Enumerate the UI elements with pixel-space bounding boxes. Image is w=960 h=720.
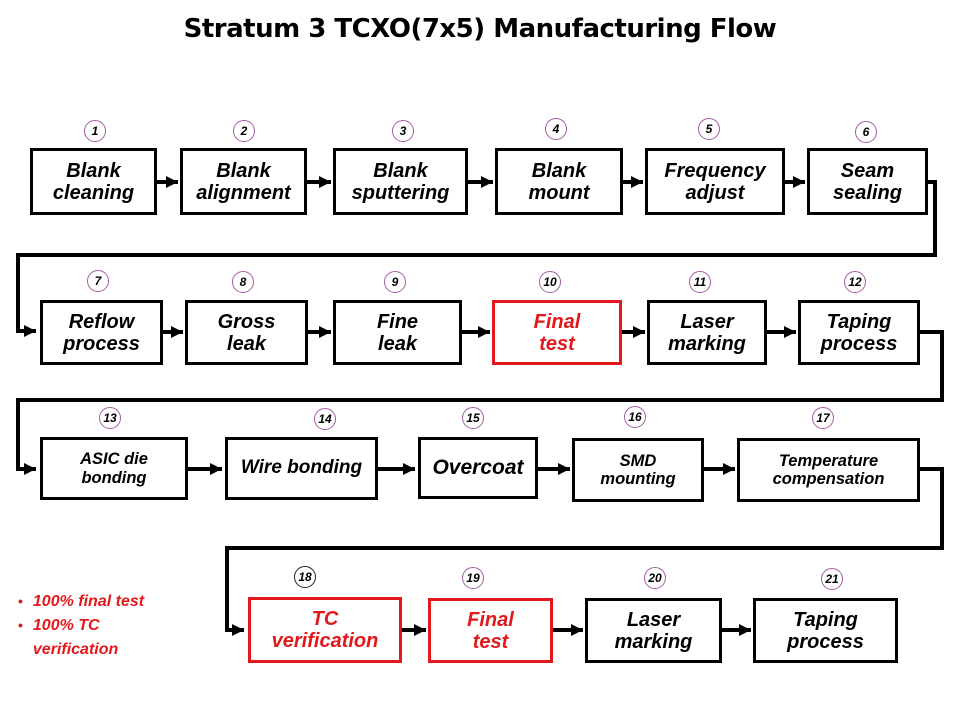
step-number: 6	[862, 125, 870, 139]
step-label: Reflow process	[63, 310, 140, 355]
step-circle-12: 12	[844, 271, 866, 293]
step-label: Final test	[467, 608, 514, 653]
step-circle-5: 5	[698, 118, 720, 140]
step-circle-13: 13	[99, 407, 121, 429]
step-label: ASIC die bonding	[80, 450, 148, 487]
step-label: Final test	[533, 310, 581, 355]
step-box-reflow-process: Reflow process	[40, 300, 163, 365]
step-box-blank-cleaning: Blank cleaning	[30, 148, 157, 215]
step-number: 20	[648, 571, 662, 585]
step-number: 14	[318, 412, 332, 426]
step-box-final-test-2: Final test	[428, 598, 553, 663]
step-circle-20: 20	[644, 567, 666, 589]
step-number: 16	[628, 410, 642, 424]
step-circle-1: 1	[84, 120, 106, 142]
step-number: 21	[825, 572, 839, 586]
step-label: SMD mounting	[600, 451, 676, 488]
step-number: 19	[466, 571, 480, 585]
step-label: Seam sealing	[833, 159, 902, 204]
step-number: 1	[91, 124, 99, 138]
step-number: 10	[543, 275, 557, 289]
step-circle-11: 11	[689, 271, 711, 293]
step-circle-21: 21	[821, 568, 843, 590]
step-number: 7	[94, 274, 102, 288]
step-box-fine-leak: Fine leak	[333, 300, 462, 365]
step-number: 2	[240, 124, 248, 138]
step-label: Laser marking	[668, 310, 746, 355]
step-label: Blank sputtering	[351, 159, 450, 204]
bullet-icon: •	[18, 593, 23, 609]
step-circle-16: 16	[624, 406, 646, 428]
step-number: 4	[552, 122, 560, 136]
step-label: Blank mount	[528, 159, 590, 204]
step-box-laser-marking-2: Laser marking	[585, 598, 722, 663]
step-label: Wire bonding	[240, 457, 363, 479]
step-label: Temperature compensation	[772, 451, 885, 488]
step-label: Taping process	[787, 608, 864, 653]
step-number: 18	[298, 570, 312, 584]
note-text: 100% final test	[32, 593, 145, 610]
step-number: 3	[399, 124, 407, 138]
step-circle-14: 14	[314, 408, 336, 430]
step-circle-15: 15	[462, 407, 484, 429]
bullet-icon: •	[18, 617, 23, 633]
step-box-final-test-1: Final test	[492, 300, 622, 365]
page-title: Stratum 3 TCXO(7x5) Manufacturing Flow	[183, 14, 777, 44]
step-box-taping-process-2: Taping process	[753, 598, 898, 663]
step-number: 12	[848, 275, 862, 289]
step-box-taping-process-1: Taping process	[798, 300, 920, 365]
step-number: 17	[816, 411, 830, 425]
step-box-blank-sputtering: Blank sputtering	[333, 148, 468, 215]
step-box-blank-alignment: Blank alignment	[180, 148, 307, 215]
step-circle-18: 18	[294, 566, 316, 588]
step-box-tc-verification: TC verification	[248, 597, 402, 663]
note-text: 100% TC verification	[32, 617, 119, 658]
step-box-frequency-adjust: Frequency adjust	[645, 148, 785, 215]
step-circle-17: 17	[812, 407, 834, 429]
note-item-final-test: • 100% final test	[18, 590, 188, 614]
step-circle-2: 2	[233, 120, 255, 142]
step-circle-7: 7	[87, 270, 109, 292]
step-box-blank-mount: Blank mount	[495, 148, 623, 215]
step-number: 5	[705, 122, 713, 136]
step-box-laser-marking-1: Laser marking	[647, 300, 767, 365]
step-box-seam-sealing: Seam sealing	[807, 148, 928, 215]
step-label: TC verification	[271, 608, 379, 652]
step-box-wire-bonding: Wire bonding	[225, 437, 378, 500]
step-circle-6: 6	[855, 121, 877, 143]
note-item-tc-verification: • 100% TC verification	[18, 614, 188, 662]
notes-list: • 100% final test • 100% TC verification	[18, 590, 188, 662]
step-box-smd-mounting: SMD mounting	[572, 438, 704, 502]
step-label: Blank alignment	[196, 159, 291, 204]
step-label: Gross leak	[217, 310, 276, 355]
step-box-overcoat: Overcoat	[418, 437, 538, 499]
step-label: Frequency adjust	[664, 159, 766, 204]
step-box-temperature-compensation: Temperature compensation	[737, 438, 920, 502]
step-circle-9: 9	[384, 271, 406, 293]
step-label: Blank cleaning	[52, 159, 135, 204]
step-number: 11	[693, 275, 707, 289]
step-number: 9	[391, 275, 399, 289]
step-number: 13	[103, 411, 117, 425]
step-label: Overcoat	[432, 456, 524, 480]
step-number: 8	[239, 275, 247, 289]
step-label: Taping process	[820, 310, 898, 355]
step-circle-19: 19	[462, 567, 484, 589]
step-box-gross-leak: Gross leak	[185, 300, 308, 365]
step-circle-8: 8	[232, 271, 254, 293]
step-number: 15	[466, 411, 480, 425]
step-label: Laser marking	[614, 608, 693, 653]
step-box-asic-die-bonding: ASIC die bonding	[40, 437, 188, 500]
step-circle-4: 4	[545, 118, 567, 140]
step-circle-10: 10	[539, 271, 561, 293]
step-label: Fine leak	[376, 310, 419, 355]
step-circle-3: 3	[392, 120, 414, 142]
